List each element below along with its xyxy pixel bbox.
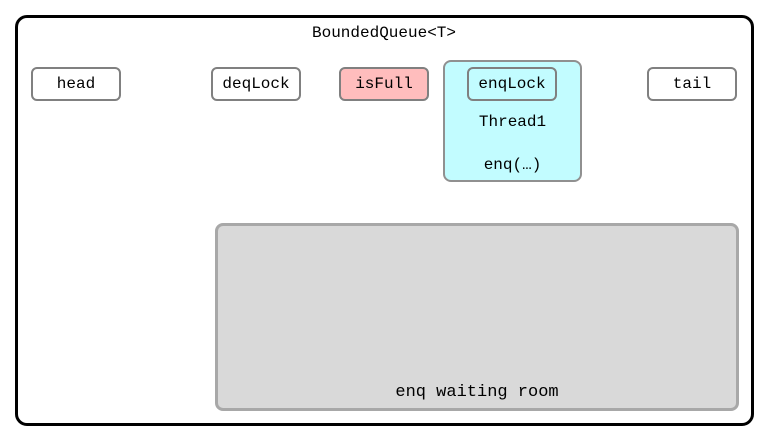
- field-enq-lock: enqLock: [467, 67, 557, 101]
- thread1-call: enq(…): [483, 156, 542, 174]
- enq-waiting-room: [215, 223, 739, 411]
- field-head: head: [31, 67, 121, 101]
- field-deq-lock: deqLock: [211, 67, 301, 101]
- field-is-full: isFull: [339, 67, 429, 101]
- field-tail: tail: [647, 67, 737, 101]
- thread1-name: Thread1: [478, 113, 547, 131]
- waiting-room-label: enq waiting room: [395, 383, 559, 402]
- diagram-title: BoundedQueue<T>: [311, 24, 457, 42]
